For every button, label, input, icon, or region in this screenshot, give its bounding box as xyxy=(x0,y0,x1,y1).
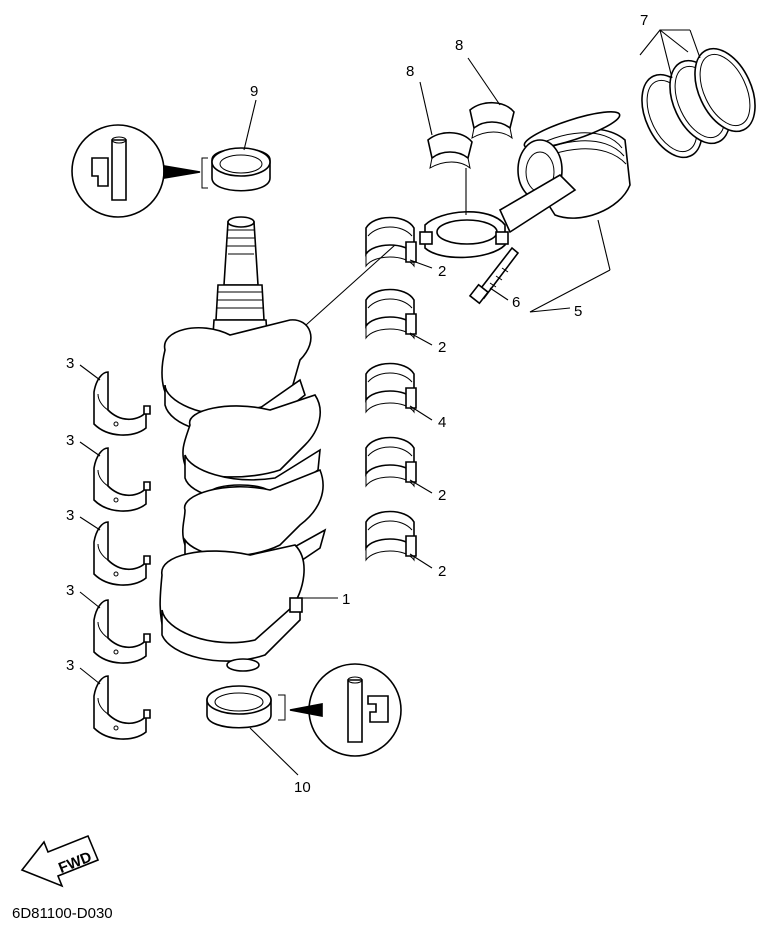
leader-lines xyxy=(79,29,701,776)
piston-connecting-rod-assembly xyxy=(419,101,631,259)
callout-3: 3 xyxy=(66,355,74,372)
callout-6: 6 xyxy=(512,294,520,311)
callout-1: 1 xyxy=(342,591,350,608)
callout-2: 2 xyxy=(438,563,446,580)
crankpin-bearings xyxy=(365,216,417,561)
seal-detail-bottom xyxy=(289,663,402,757)
crankshaft xyxy=(159,216,327,672)
callout-7: 7 xyxy=(640,12,648,29)
callout-8: 8 xyxy=(455,37,463,54)
callout-2: 2 xyxy=(438,339,446,356)
callout-10: 10 xyxy=(294,779,311,796)
diagram-code: 6D81100-D030 xyxy=(12,905,113,922)
callout-labels: 1 2 2 4 2 2 3 3 3 3 3 5 6 7 8 8 9 10 xyxy=(66,12,648,796)
callout-4: 4 xyxy=(438,414,446,431)
callout-3: 3 xyxy=(66,657,74,674)
bottom-oil-seal xyxy=(206,685,286,729)
main-bearings xyxy=(93,371,151,740)
callout-8: 8 xyxy=(406,63,414,80)
callout-2: 2 xyxy=(438,487,446,504)
connecting-rod-bolt xyxy=(468,246,520,305)
callout-3: 3 xyxy=(66,507,74,524)
fwd-arrow: FWD xyxy=(20,834,100,888)
top-oil-seal xyxy=(201,147,271,192)
callout-2: 2 xyxy=(438,263,446,280)
callout-9: 9 xyxy=(250,83,258,100)
callout-5: 5 xyxy=(574,303,582,320)
piston-rings xyxy=(641,47,756,159)
seal-detail-top xyxy=(71,124,201,218)
callout-3: 3 xyxy=(66,582,74,599)
callout-3: 3 xyxy=(66,432,74,449)
